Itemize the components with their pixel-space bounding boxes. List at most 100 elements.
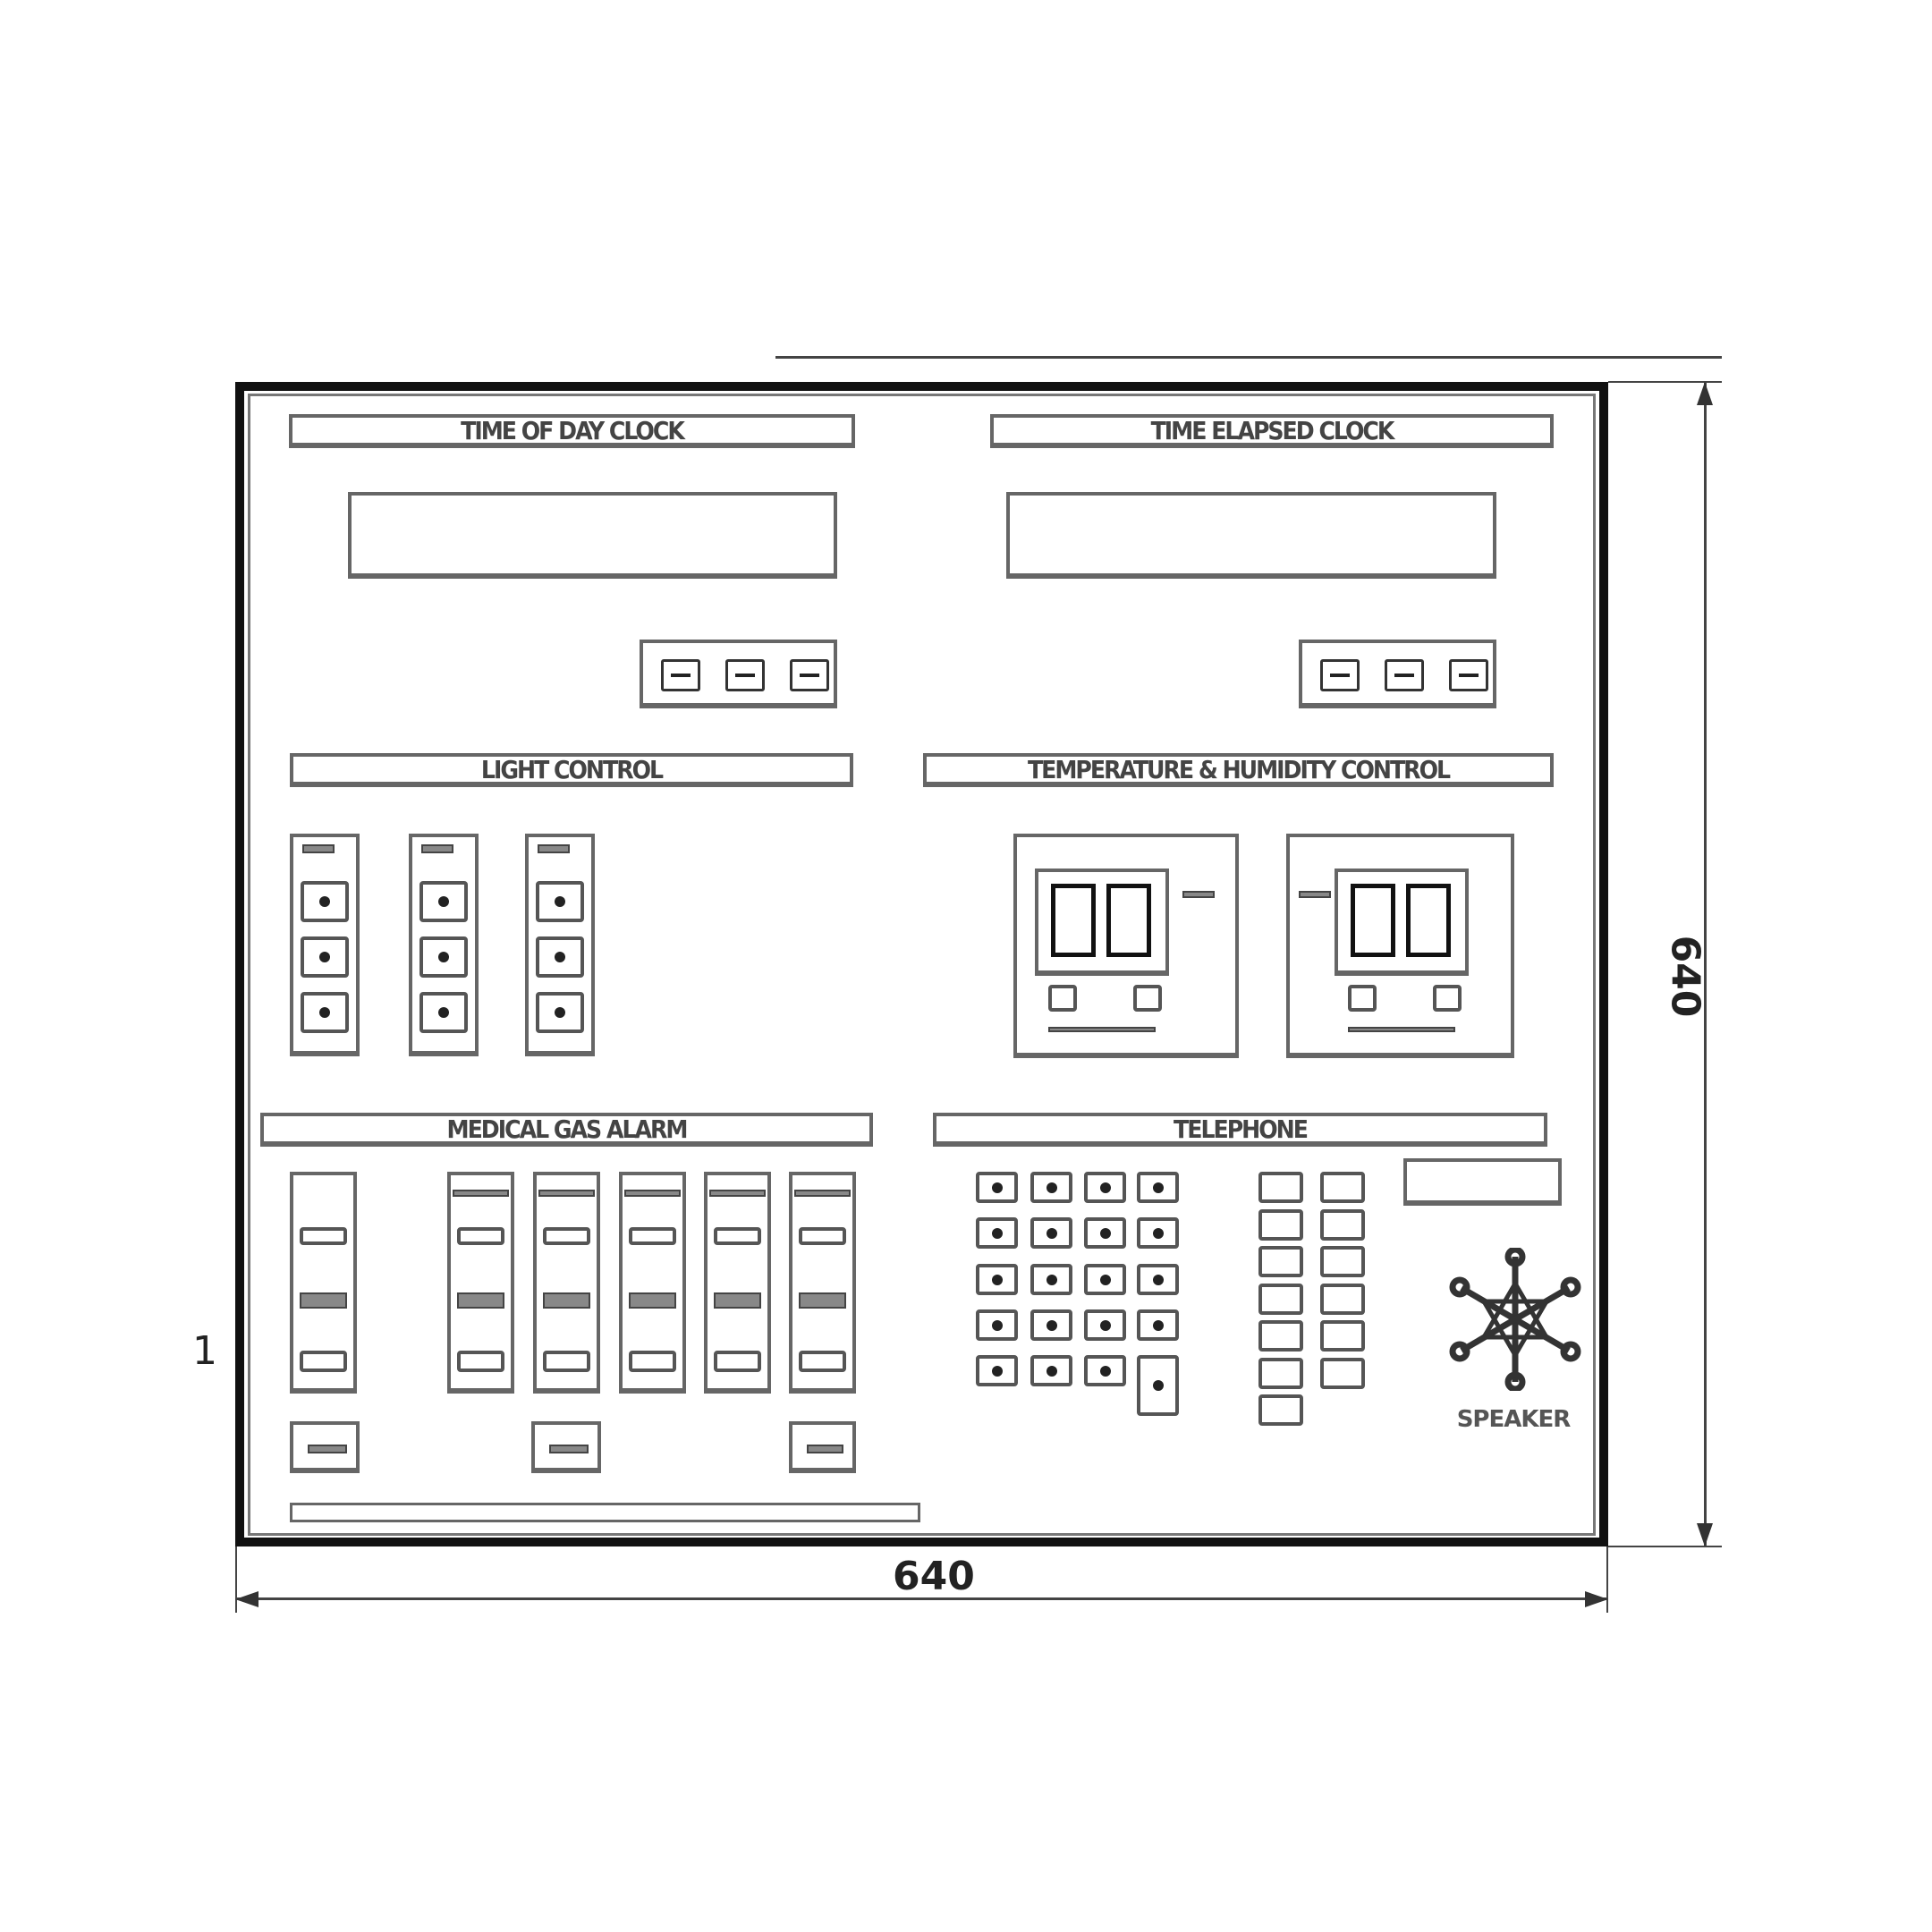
control-panel-frame <box>235 382 1608 1546</box>
temperature-down-button[interactable] <box>1133 985 1162 1012</box>
gas-button-b-5[interactable] <box>714 1351 761 1372</box>
keypad-key-1-3[interactable] <box>1084 1172 1126 1203</box>
humidity-down-button[interactable] <box>1433 985 1462 1012</box>
telephone-display <box>1403 1158 1562 1206</box>
light-indicator-1 <box>302 844 335 853</box>
gas-button-b-4[interactable] <box>629 1351 676 1372</box>
time-elapsed-display <box>1006 492 1496 579</box>
light-button-2-3[interactable] <box>419 992 468 1033</box>
button-dot-icon <box>438 896 449 907</box>
time-of-day-switch-1[interactable] <box>661 659 700 691</box>
key-mark-icon <box>1152 1319 1164 1331</box>
key-mark-icon <box>1046 1274 1057 1285</box>
control-panel-inner <box>248 394 1596 1536</box>
gas-gauge-6 <box>799 1292 846 1309</box>
light-button-2-2[interactable] <box>419 936 468 978</box>
keypad-key-3-3[interactable] <box>1084 1264 1126 1295</box>
humidity-digit-2 <box>1406 884 1451 957</box>
keypad-key-3-1[interactable] <box>976 1264 1018 1295</box>
telephone-function-key-b-1[interactable] <box>1320 1172 1365 1203</box>
telephone-function-key-a-2[interactable] <box>1258 1208 1303 1241</box>
header-light-control: LIGHT CONTROL <box>290 753 853 787</box>
telephone-function-key-b-2[interactable] <box>1320 1208 1365 1241</box>
header-temperature-humidity-control: TEMPERATURE & HUMIDITY CONTROL <box>923 753 1554 787</box>
gas-button-a-1[interactable] <box>300 1227 347 1245</box>
light-button-2-1[interactable] <box>419 881 468 922</box>
telephone-function-key-a-3[interactable] <box>1258 1246 1303 1277</box>
gas-button-b-3[interactable] <box>543 1351 590 1372</box>
gas-top-indicator-6 <box>794 1190 851 1197</box>
telephone-function-key-a-1[interactable] <box>1258 1172 1303 1203</box>
gas-top-indicator-5 <box>709 1190 766 1197</box>
keypad-key-3-2[interactable] <box>1030 1264 1072 1295</box>
keypad-key-5-1[interactable] <box>976 1355 1018 1386</box>
telephone-function-key-a-6[interactable] <box>1258 1357 1303 1389</box>
gas-alarm-lamp-1 <box>308 1445 347 1453</box>
time-elapsed-switch-2[interactable] <box>1385 659 1424 691</box>
keypad-key-1-2[interactable] <box>1030 1172 1072 1203</box>
keypad-key-4-2[interactable] <box>1030 1309 1072 1341</box>
speaker-label: SPEAKER <box>1456 1406 1572 1433</box>
key-mark-icon <box>1152 1227 1164 1239</box>
gas-button-b-1[interactable] <box>300 1351 347 1372</box>
keypad-key-5-3[interactable] <box>1084 1355 1126 1386</box>
key-mark-icon <box>1046 1365 1057 1377</box>
telephone-function-key-b-5[interactable] <box>1320 1320 1365 1352</box>
keypad-key-2-1[interactable] <box>976 1217 1018 1249</box>
gas-button-a-3[interactable] <box>543 1227 590 1245</box>
gas-button-a-6[interactable] <box>799 1227 846 1245</box>
humidity-scale <box>1348 1027 1455 1032</box>
gas-alarm-indicator-2 <box>531 1421 601 1473</box>
light-button-1-1[interactable] <box>301 881 349 922</box>
key-mark-icon <box>1046 1227 1057 1239</box>
telephone-function-key-a-5[interactable] <box>1258 1320 1303 1352</box>
time-of-day-switch-2[interactable] <box>725 659 765 691</box>
time-elapsed-switch-3[interactable] <box>1449 659 1488 691</box>
side-mark-label: 1 <box>192 1328 217 1374</box>
keypad-key-2-2[interactable] <box>1030 1217 1072 1249</box>
button-dot-icon <box>555 952 565 962</box>
light-button-3-2[interactable] <box>536 936 584 978</box>
humidity-indicator <box>1299 891 1331 898</box>
time-elapsed-switch-1[interactable] <box>1320 659 1360 691</box>
gas-button-b-6[interactable] <box>799 1351 846 1372</box>
keypad-key-2-4[interactable] <box>1137 1217 1179 1249</box>
keypad-key-4-1[interactable] <box>976 1309 1018 1341</box>
keypad-key-4-3[interactable] <box>1084 1309 1126 1341</box>
keypad-key-3-4[interactable] <box>1137 1264 1179 1295</box>
height-dimension-label: 640 <box>1662 935 1708 1018</box>
keypad-key-1-4[interactable] <box>1137 1172 1179 1203</box>
light-indicator-3 <box>538 844 570 853</box>
medical-gas-status-bar <box>290 1503 920 1522</box>
humidity-up-button[interactable] <box>1348 985 1377 1012</box>
speaker-grille-icon <box>1449 1248 1581 1391</box>
gas-button-a-4[interactable] <box>629 1227 676 1245</box>
telephone-function-key-b-3[interactable] <box>1320 1246 1365 1277</box>
gas-top-indicator-3 <box>538 1190 595 1197</box>
keypad-key-5-2[interactable] <box>1030 1355 1072 1386</box>
gas-button-a-2[interactable] <box>457 1227 504 1245</box>
button-dot-icon <box>438 952 449 962</box>
keypad-key-5-4[interactable] <box>1137 1355 1179 1416</box>
gas-button-b-2[interactable] <box>457 1351 504 1372</box>
light-button-1-2[interactable] <box>301 936 349 978</box>
keypad-key-2-3[interactable] <box>1084 1217 1126 1249</box>
gas-button-a-5[interactable] <box>714 1227 761 1245</box>
light-button-3-3[interactable] <box>536 992 584 1033</box>
telephone-function-key-b-6[interactable] <box>1320 1357 1365 1389</box>
time-of-day-switch-3[interactable] <box>790 659 829 691</box>
keypad-key-1-1[interactable] <box>976 1172 1018 1203</box>
light-button-3-1[interactable] <box>536 881 584 922</box>
gas-gauge-3 <box>543 1292 590 1309</box>
light-button-1-3[interactable] <box>301 992 349 1033</box>
bottom-right-extension-line <box>1608 1546 1722 1547</box>
keypad-key-4-4[interactable] <box>1137 1309 1179 1341</box>
key-mark-icon <box>1099 1182 1111 1193</box>
width-arrow-right-icon <box>1585 1591 1608 1607</box>
telephone-function-key-a-4[interactable] <box>1258 1283 1303 1315</box>
telephone-function-key-a-7[interactable] <box>1258 1394 1303 1426</box>
telephone-function-key-b-4[interactable] <box>1320 1283 1365 1315</box>
temperature-scale <box>1048 1027 1156 1032</box>
width-dimension-label: 640 <box>893 1554 975 1599</box>
temperature-up-button[interactable] <box>1048 985 1077 1012</box>
